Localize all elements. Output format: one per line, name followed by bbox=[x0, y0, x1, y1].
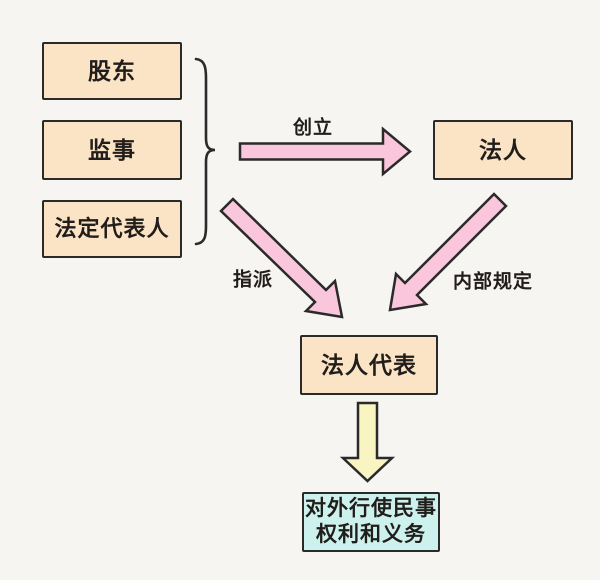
output-arrow bbox=[339, 401, 396, 483]
edge-label-internal-rules: 内部规定 bbox=[452, 271, 534, 293]
edge-label-create: 创立 bbox=[292, 117, 334, 139]
node-shareholder: 股东 bbox=[42, 42, 182, 100]
node-legal-person: 法人 bbox=[433, 120, 573, 180]
internal-rules-arrow bbox=[388, 192, 508, 312]
edge-label-appoint: 指派 bbox=[232, 269, 274, 291]
node-supervisor: 监事 bbox=[42, 120, 182, 180]
create-arrow bbox=[238, 126, 412, 177]
appoint-arrow bbox=[219, 197, 344, 319]
node-legal-person-representative: 法人代表 bbox=[300, 335, 438, 395]
node-civil-rights-obligations: 对外行使民事 权利和义务 bbox=[302, 492, 440, 552]
node-statutory-representative: 法定代表人 bbox=[42, 200, 182, 258]
group-brace bbox=[194, 57, 216, 246]
